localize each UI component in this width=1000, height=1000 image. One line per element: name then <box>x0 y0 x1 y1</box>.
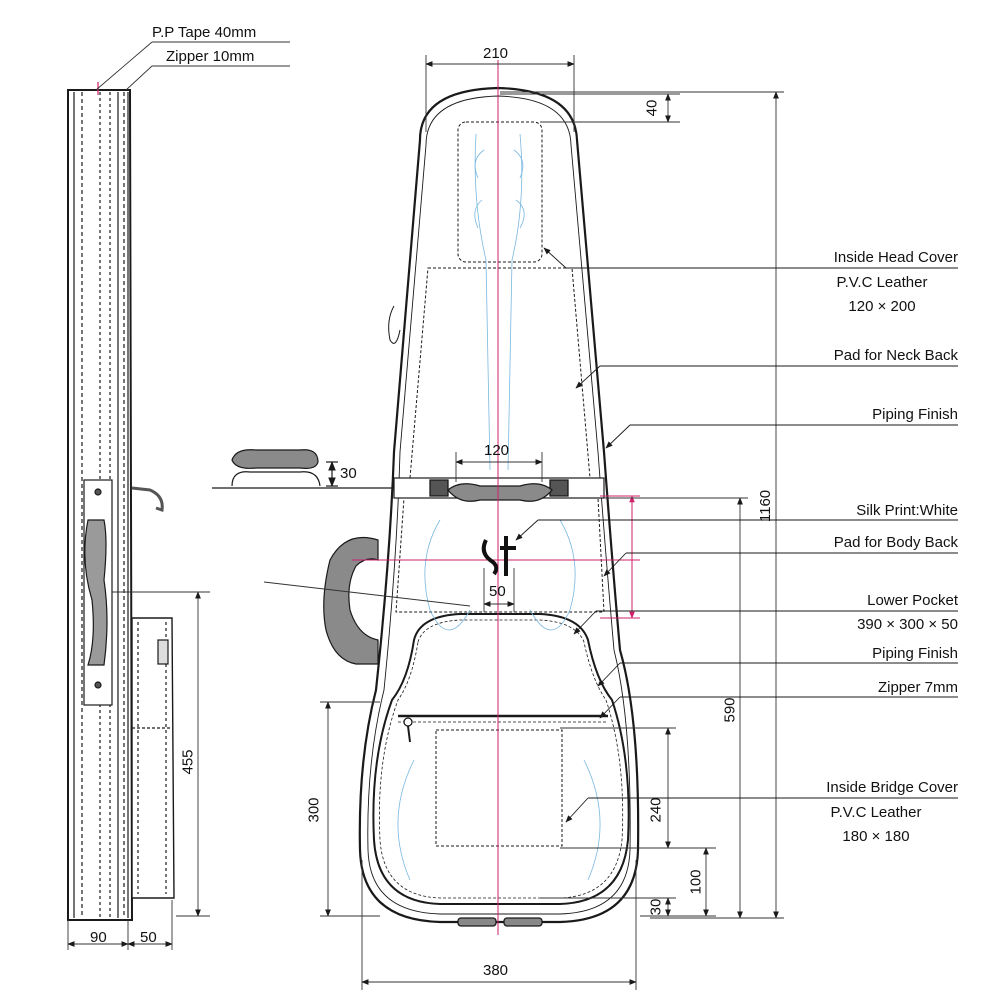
side-handle <box>84 519 108 666</box>
dim-overall-height: 1160 <box>757 489 775 523</box>
lower-pocket-title: Lower Pocket <box>867 592 958 609</box>
center-lines <box>352 60 640 935</box>
zipper-pocket-label: Zipper 7mm <box>877 679 958 696</box>
pp-tape-label: P.P Tape 40mm <box>152 24 257 41</box>
strap-hook <box>131 486 164 512</box>
callout-leaders <box>515 247 958 823</box>
front-view <box>323 86 640 927</box>
handle-grip <box>231 449 319 469</box>
bridge-cover <box>435 729 563 847</box>
case-outline <box>358 86 640 924</box>
dim-pocket-height: 300 <box>305 797 323 823</box>
handle-detail <box>212 449 392 489</box>
neck-pad <box>409 267 591 479</box>
dim-head-inset: 40 <box>643 99 661 117</box>
body-pad-label: Pad for Body Back <box>833 534 958 551</box>
head-cover-material: P.V.C Leather <box>836 274 928 291</box>
side-grip <box>323 536 379 665</box>
dim-logo-width: 50 <box>489 583 506 600</box>
front-handle <box>447 483 553 502</box>
piping-lower-label: Piping Finish <box>872 645 958 662</box>
bridge-cover-title: Inside Bridge Cover <box>826 779 958 796</box>
side-view <box>67 82 175 921</box>
piping-upper-label: Piping Finish <box>872 406 958 423</box>
neck-pad-label: Pad for Neck Back <box>833 347 958 364</box>
side-zipper-label: Zipper 10mm <box>166 48 255 65</box>
side-outline <box>67 89 134 921</box>
bridge-cover-material: P.V.C Leather <box>830 804 922 821</box>
silk-logo <box>481 536 516 576</box>
dim-top-width: 210 <box>483 45 509 62</box>
dim-center-height: 590 <box>721 697 739 723</box>
dim-handle-width: 120 <box>484 442 510 459</box>
side-dimension-lines <box>67 41 290 950</box>
instrument-silhouette <box>397 133 601 881</box>
bridge-cover-size: 180 × 180 <box>842 828 910 845</box>
dim-body-width: 380 <box>483 962 509 979</box>
dim-pocket-depth: 50 <box>140 929 157 946</box>
side-pocket <box>131 617 175 899</box>
dim-bottom-gap: 30 <box>647 898 665 916</box>
dim-bridge-height: 240 <box>647 797 665 823</box>
dim-bottom-offset: 100 <box>687 869 705 895</box>
front-dimension-lines <box>263 55 784 990</box>
lower-pocket-size: 390 × 300 × 50 <box>857 616 958 633</box>
head-cover <box>457 121 543 263</box>
silk-print-label: Silk Print:White <box>856 502 958 519</box>
lower-pocket <box>372 613 630 905</box>
dim-side-depth: 455 <box>179 749 197 775</box>
head-cover-title: Inside Head Cover <box>833 249 958 266</box>
dim-side-width: 90 <box>90 929 107 946</box>
head-cover-size: 120 × 200 <box>848 298 916 315</box>
dim-handle-height: 30 <box>340 465 357 482</box>
